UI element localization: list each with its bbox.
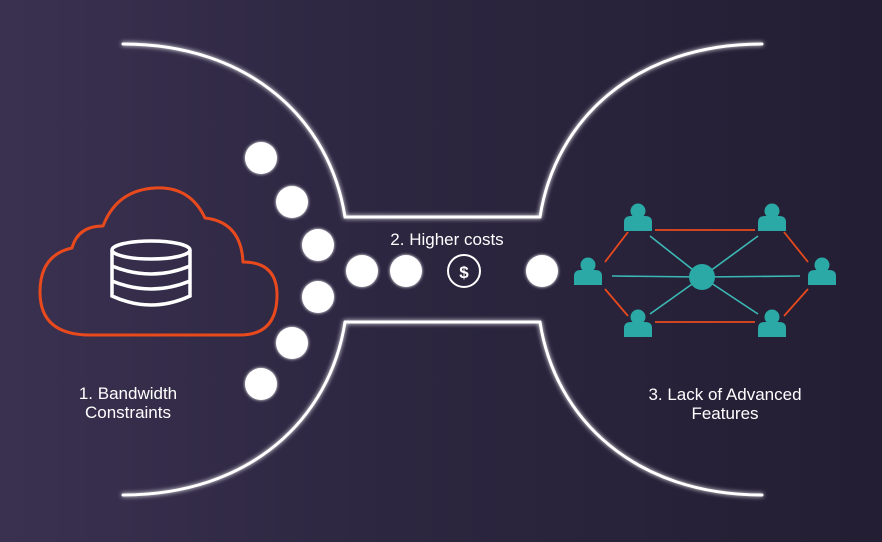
user-icon [624,203,652,231]
flow-dot [245,142,277,174]
database-icon [110,239,192,307]
flow-dot [276,327,308,359]
user-icon [808,257,836,285]
cloud-icon [38,186,279,337]
higher-costs-label: 2. Higher costs [390,230,504,249]
flow-dot [390,255,422,287]
flow-dot [302,281,334,313]
svg-text:$: $ [459,263,469,282]
user-icon [758,203,786,231]
user-icon [624,309,652,337]
funnel-top-left-arc [121,42,347,219]
funnel-bottom-left-arc [121,320,347,497]
data-flow-dots [245,142,558,400]
funnel-outline [121,42,764,497]
features-label-line-1: 3. Lack of Advanced [648,385,802,404]
user-icon [574,257,602,285]
bandwidth-label-line-2: Constraints [85,403,171,422]
features-label-line-2: Features [691,404,759,423]
funnel-bottom-right-arc [538,320,764,497]
hub-node-icon [689,264,715,290]
flow-dot [346,255,378,287]
flow-dot [245,368,277,400]
advanced-features-label: 3. Lack of Advanced Features [620,385,830,423]
bandwidth-label-line-1: 1. Bandwidth [78,384,178,403]
dollar-icon: $ [447,254,481,288]
flow-dot [276,186,308,218]
flow-dot [302,229,334,261]
network-links [604,229,809,323]
bandwidth-constraints-label: 1. Bandwidth Constraints [46,384,210,422]
network-diagram [574,203,836,337]
user-icon [758,309,786,337]
flow-dot [526,255,558,287]
funnel-top-right-arc [538,42,764,219]
